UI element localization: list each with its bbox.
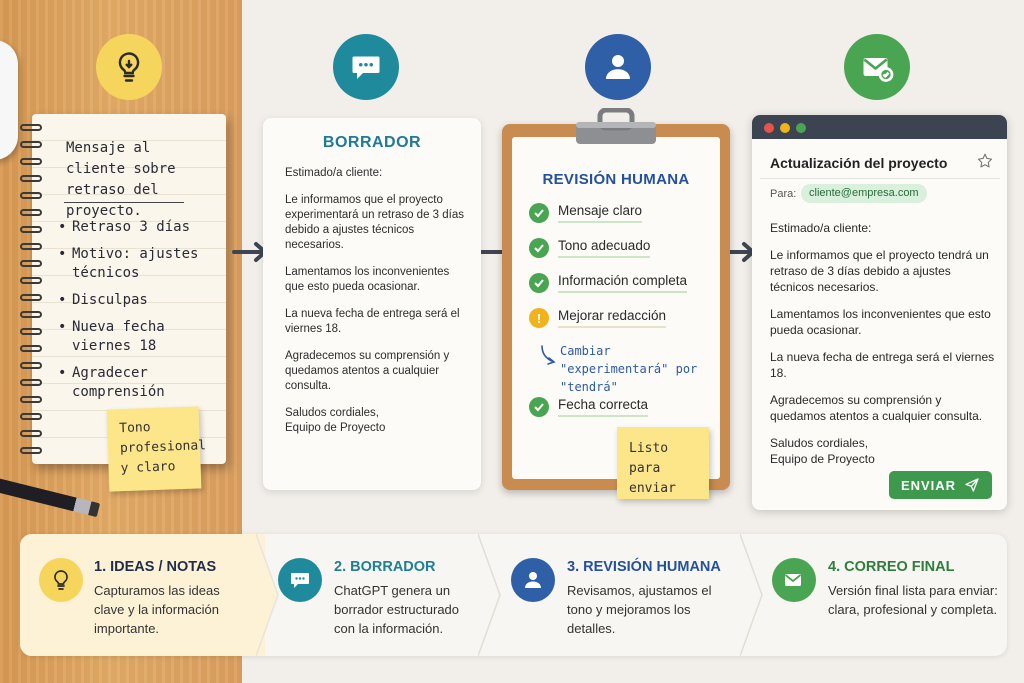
mail-check-icon <box>844 34 910 100</box>
star-icon[interactable] <box>976 152 994 170</box>
email-titlebar <box>752 115 1007 139</box>
list-item: Agradecer comprensión <box>58 364 218 402</box>
draft-title: BORRADOR <box>322 134 422 151</box>
chat-bubble-icon <box>333 34 399 100</box>
draft-paragraph: Agradecemos su comprensión y quedamos at… <box>285 350 450 392</box>
mail-check-icon <box>772 558 816 602</box>
list-item: Disculpas <box>58 291 218 310</box>
notebook <box>32 114 226 464</box>
clipboard-paper <box>512 137 720 479</box>
email-body: Estimado/a cliente: Le informamos que el… <box>770 220 995 478</box>
check-icon <box>529 203 549 223</box>
draft-paragraph: La nueva fecha de entrega será el vierne… <box>285 308 460 335</box>
review-title: REVISIÓN HUMANA <box>542 171 690 188</box>
minimize-window-button[interactable] <box>780 123 790 133</box>
email-paragraph: Lamentamos los inconvenientes que esto p… <box>770 307 991 337</box>
review-note: Cambiar "experimentará" por "tendrá" <box>560 344 698 394</box>
step-separator <box>478 534 501 656</box>
curved-arrow-icon <box>541 345 556 365</box>
notebook-spiral <box>20 124 42 454</box>
list-item: Motivo: ajustes técnicos <box>58 245 218 283</box>
divider <box>760 178 1000 179</box>
step-4-title: 4. CORREO FINAL <box>828 559 955 575</box>
close-window-button[interactable] <box>764 123 774 133</box>
draft-signature: Saludos cordiales, Equipo de Proyecto <box>285 407 386 434</box>
send-button[interactable]: ENVIAR <box>889 471 992 499</box>
step-3-title: 3. REVISIÓN HUMANA <box>567 559 721 575</box>
sticky-note-ready: Listo para enviar <box>617 427 709 499</box>
step-separator <box>256 534 279 656</box>
step-3-desc: Revisamos, ajustamos el tono y mejoramos… <box>567 583 712 636</box>
email-signature: Saludos cordiales, Equipo de Proyecto <box>770 436 875 466</box>
draft-card <box>263 118 481 490</box>
check-icon <box>529 238 549 258</box>
maximize-window-button[interactable] <box>796 123 806 133</box>
lightbulb-icon <box>39 558 83 602</box>
lightbulb-icon <box>96 34 162 100</box>
email-paragraph: Agradecemos su comprensión y quedamos at… <box>770 393 983 423</box>
check-label: Fecha correcta <box>558 397 649 417</box>
draft-body: Estimado/a cliente: Le informamos que el… <box>285 166 465 448</box>
check-label: Información completa <box>558 273 688 293</box>
step-2-title: 2. BORRADOR <box>334 559 436 575</box>
draft-paragraph: Lamentamos los inconvenientes que esto p… <box>285 266 450 293</box>
check-item: Tono adecuado <box>529 238 651 258</box>
sticky-note-tone: Tono profesional y claro <box>106 406 206 492</box>
email-subject: Actualización del proyecto <box>770 155 948 171</box>
step-separator <box>740 534 763 656</box>
check-icon <box>529 273 549 293</box>
person-icon <box>511 558 555 602</box>
step-1-title: 1. IDEAS / NOTAS <box>94 559 217 575</box>
draft-paragraph: Le informamos que el proyecto experiment… <box>285 194 464 251</box>
check-item: Mensaje claro <box>529 203 643 223</box>
warning-icon: ! <box>529 308 549 328</box>
send-icon <box>965 478 979 492</box>
email-paragraph: Estimado/a cliente: <box>770 221 872 235</box>
check-item: Fecha correcta <box>529 397 649 417</box>
email-paragraph: La nueva fecha de entrega será el vierne… <box>770 350 995 380</box>
check-item: Información completa <box>529 273 688 293</box>
clipboard-clip-icon <box>576 108 656 144</box>
list-item: Nueva fecha viernes 18 <box>58 318 218 356</box>
email-paragraph: Le informamos que el proyecto tendrá un … <box>770 248 989 294</box>
check-label: Mensaje claro <box>558 203 643 223</box>
check-icon <box>529 397 549 417</box>
email-window <box>752 115 1007 510</box>
step-1-desc: Capturamos las ideas clave y la informac… <box>94 583 220 636</box>
notes-list: Retraso 3 días Motivo: ajustes técnicos … <box>58 218 218 410</box>
send-button-label: ENVIAR <box>900 477 957 493</box>
recipient-chip[interactable]: cliente@empresa.com <box>801 184 927 203</box>
to-label: Para: <box>770 188 797 200</box>
step-4-desc: Versión final lista para enviar: clara, … <box>828 583 998 617</box>
notes-underline <box>64 202 184 203</box>
list-item: Retraso 3 días <box>58 218 218 237</box>
chat-bubble-icon <box>278 558 322 602</box>
check-label: Tono adecuado <box>558 238 651 258</box>
notes-title: Mensaje al cliente sobre retraso del pro… <box>66 140 176 219</box>
coffee-mug <box>0 40 18 160</box>
check-label: Mejorar redacción <box>558 308 667 328</box>
check-item: ! Mejorar redacción <box>529 308 667 328</box>
step-2-desc: ChatGPT genera un borrador estructurado … <box>334 583 460 636</box>
person-icon <box>585 34 651 100</box>
draft-paragraph: Estimado/a cliente: <box>285 167 383 179</box>
